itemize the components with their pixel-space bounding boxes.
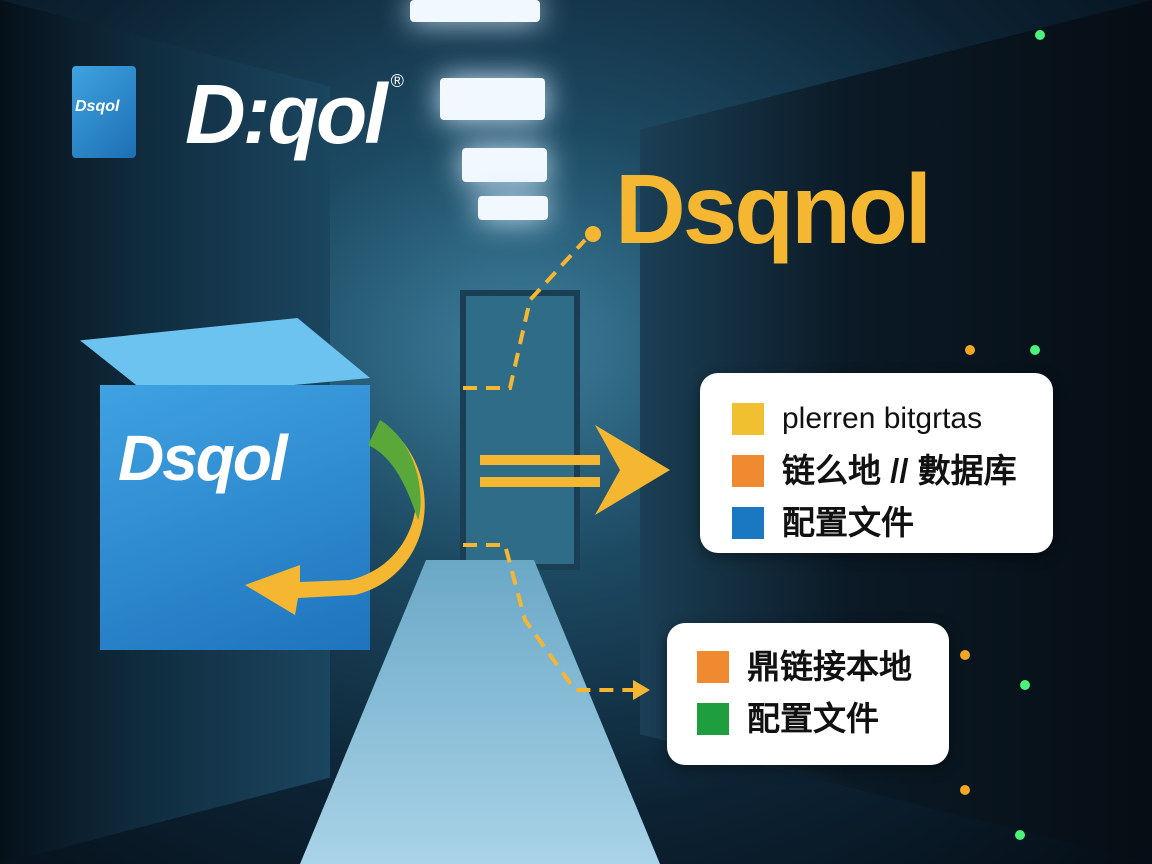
item-label: 配置文件 — [747, 700, 879, 738]
list-item: 链么地 // 數据库 — [732, 445, 1029, 497]
item-label: 链么地 // 數据库 — [782, 452, 1017, 490]
orange-swatch-icon — [697, 651, 729, 683]
list-item: 配置文件 — [697, 693, 925, 745]
ceiling-light — [478, 196, 548, 220]
status-led — [965, 345, 975, 355]
status-led — [1035, 30, 1045, 40]
cube-icon — [100, 385, 370, 650]
info-card-top: plerren bitgrtas 链么地 // 數据库 配置文件 — [700, 373, 1053, 553]
headline: Dsqnol — [615, 154, 932, 264]
status-led — [960, 785, 970, 795]
brand-wordmark: D:qol — [185, 67, 388, 161]
list-item: 配置文件 — [732, 497, 1029, 549]
ceiling-light — [410, 0, 540, 22]
green-swatch-icon — [697, 703, 729, 735]
yellow-swatch-icon — [732, 403, 764, 435]
list-item: 鼎链接本地 — [697, 641, 925, 693]
item-label: 配置文件 — [782, 504, 914, 542]
status-led — [1015, 830, 1025, 840]
orange-swatch-icon — [732, 455, 764, 487]
blue-swatch-icon — [732, 507, 764, 539]
registered-mark: ® — [390, 71, 404, 91]
cube-label: Dsqol — [118, 422, 288, 494]
flow-connectors — [463, 226, 670, 700]
sync-arrow-icon — [245, 420, 425, 615]
ceiling-light — [462, 148, 547, 182]
logo-cube-icon: Dsqol — [72, 66, 136, 158]
ceiling-light — [440, 78, 545, 120]
item-label: 鼎链接本地 — [747, 648, 912, 686]
brand-lockup: D:qol ® — [185, 72, 404, 156]
logo-mark-text: Dsqol — [75, 98, 120, 115]
status-led — [960, 650, 970, 660]
list-item: plerren bitgrtas — [732, 393, 1029, 445]
status-led — [1030, 345, 1040, 355]
info-card-bottom: 鼎链接本地 配置文件 — [667, 623, 949, 765]
item-label: plerren bitgrtas — [782, 401, 983, 435]
status-led — [1020, 680, 1030, 690]
